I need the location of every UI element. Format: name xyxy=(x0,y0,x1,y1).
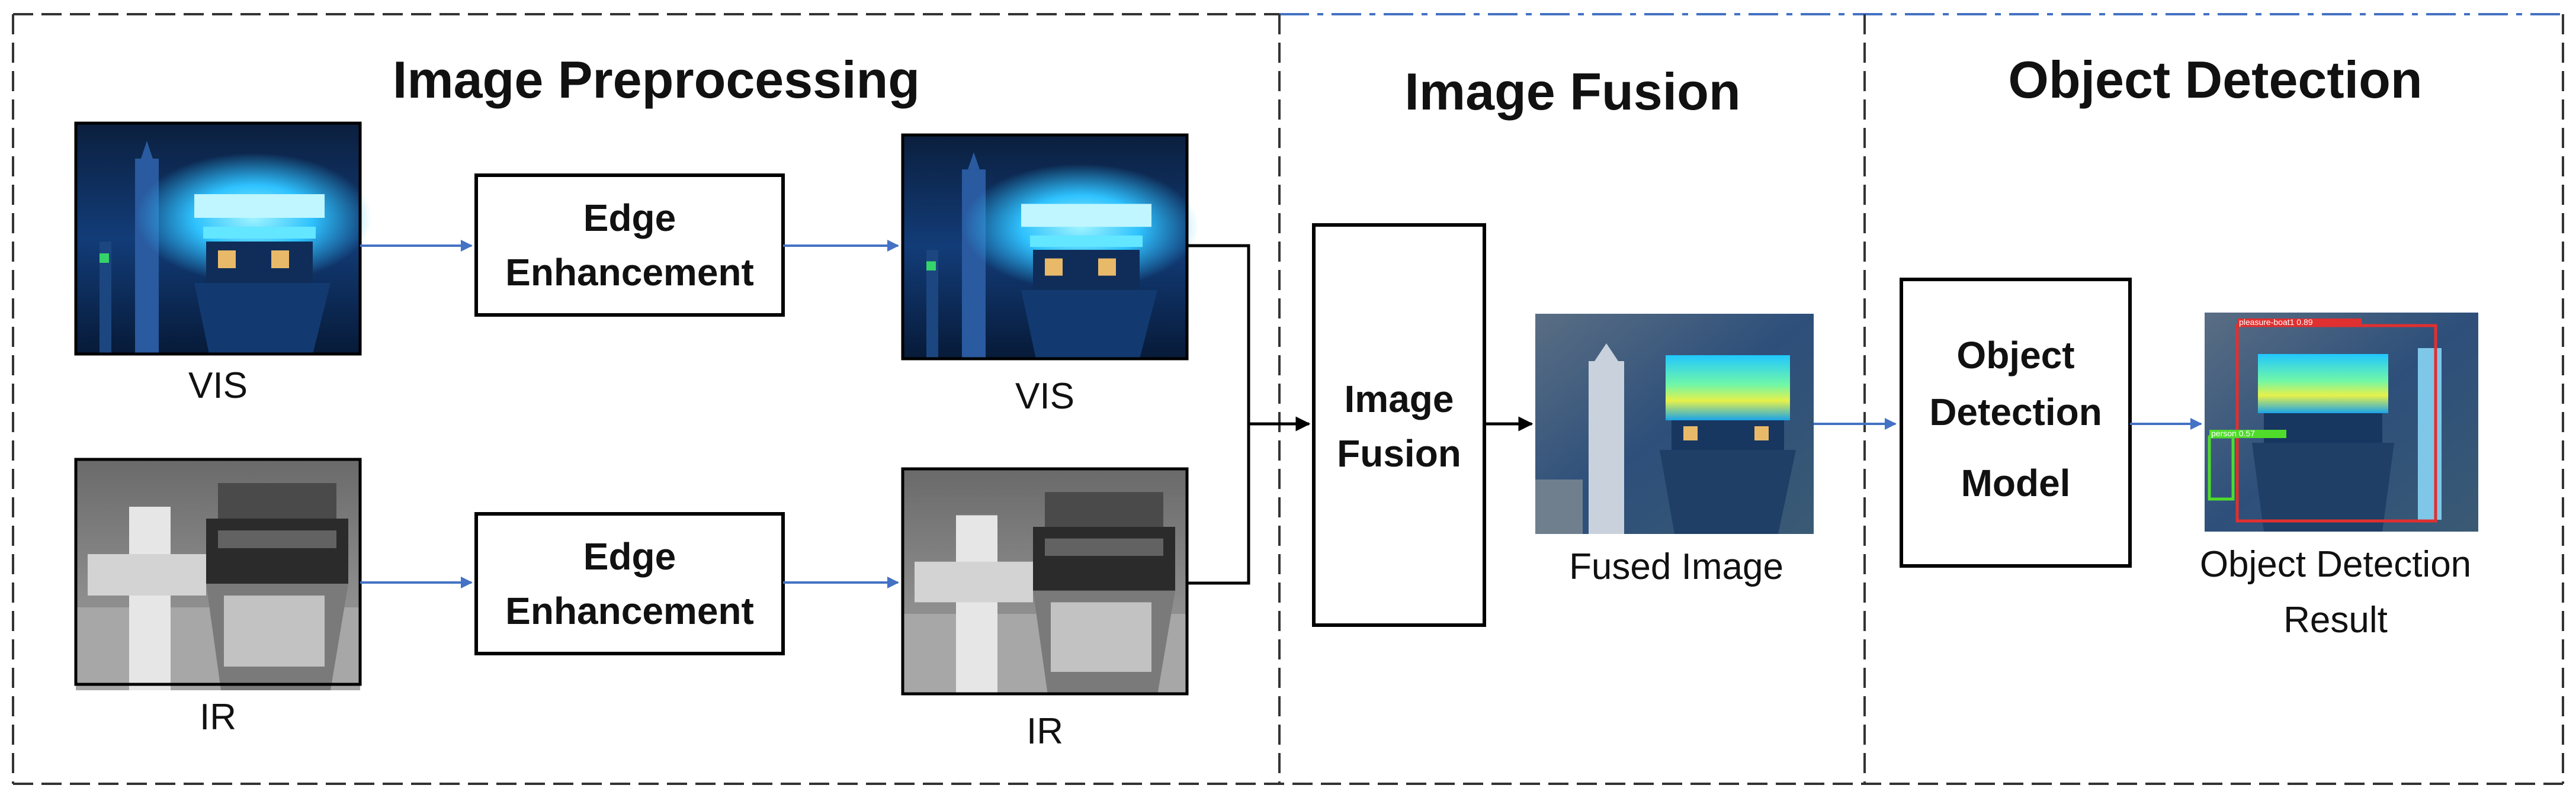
section-title-preprocessing: Image Preprocessing xyxy=(393,50,920,109)
image-fusion-box: Image Fusion xyxy=(1312,223,1486,627)
svg-text:Enhancement: Enhancement xyxy=(505,251,754,294)
edge-enhancement-box-top: Edge Enhancement xyxy=(474,173,785,317)
section-title-detection: Object Detection xyxy=(2008,50,2422,109)
detection-label-boat: pleasure-boat1 0.89 xyxy=(2239,317,2313,327)
fused-image xyxy=(1535,314,1814,534)
svg-text:Fusion: Fusion xyxy=(1337,432,1461,475)
svg-text:Edge: Edge xyxy=(583,197,676,239)
ir-input-image xyxy=(74,458,362,690)
merge-connector xyxy=(1187,244,1311,585)
svg-text:Object: Object xyxy=(1956,334,2074,377)
detection-result-caption-line2: Result xyxy=(2283,600,2388,641)
svg-text:Image: Image xyxy=(1345,378,1454,420)
object-detection-model-box: Object Detection Model xyxy=(1900,278,2132,568)
svg-text:Detection: Detection xyxy=(1929,391,2102,433)
vis-enhanced-caption: VIS xyxy=(1015,376,1074,417)
detection-result-image: pleasure-boat1 0.89 person 0.57 xyxy=(2205,313,2478,532)
section-frame xyxy=(12,13,2564,785)
vis-input-image xyxy=(74,121,372,356)
edge-enhancement-box-bottom: Edge Enhancement xyxy=(474,512,785,655)
preprocessing-arrows xyxy=(360,240,899,588)
ir-input-caption: IR xyxy=(200,697,236,738)
ir-enhanced-caption: IR xyxy=(1026,711,1063,752)
vis-input-caption: VIS xyxy=(188,365,248,406)
ir-enhanced-image xyxy=(901,467,1189,696)
svg-text:Model: Model xyxy=(1961,462,2071,504)
vis-enhanced-image xyxy=(901,133,1199,361)
svg-text:Enhancement: Enhancement xyxy=(505,590,754,632)
section-title-fusion: Image Fusion xyxy=(1404,62,1740,121)
detection-label-person: person 0.57 xyxy=(2211,429,2255,438)
fused-image-caption: Fused Image xyxy=(1569,546,1783,587)
detection-result-caption-line1: Object Detection xyxy=(2200,544,2471,585)
svg-text:Edge: Edge xyxy=(583,535,676,578)
